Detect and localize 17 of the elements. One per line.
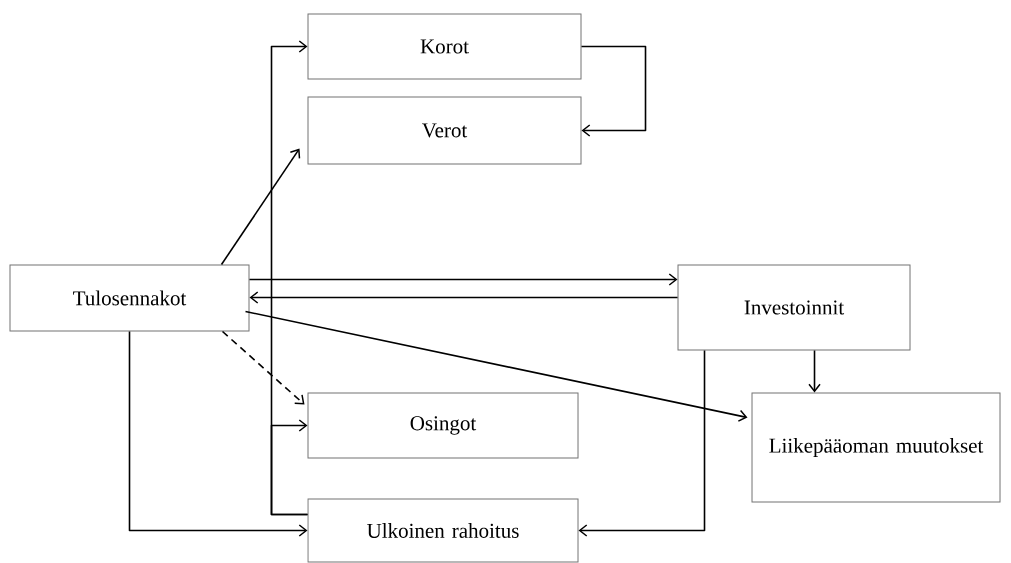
arrow: [128, 330, 308, 537]
process-box: Verot: [307, 96, 582, 165]
arrow: [244, 310, 748, 422]
arrow: [221, 330, 305, 405]
process-box: Korot: [307, 13, 582, 80]
arrow: [249, 291, 679, 304]
arrow: [578, 349, 706, 537]
process-box: Investoinnit: [677, 264, 911, 351]
process-box: Osingot: [307, 392, 579, 459]
process-box: Ulkoinen rahoitus: [307, 498, 579, 563]
arrow: [580, 45, 647, 137]
arrow: [808, 349, 821, 393]
process-box: Tulosennakot: [9, 264, 250, 332]
arrow: [220, 148, 301, 266]
arrow: [270, 419, 309, 516]
process-box: Liikepääoman muutokset: [751, 392, 1001, 503]
arrow: [248, 273, 678, 286]
